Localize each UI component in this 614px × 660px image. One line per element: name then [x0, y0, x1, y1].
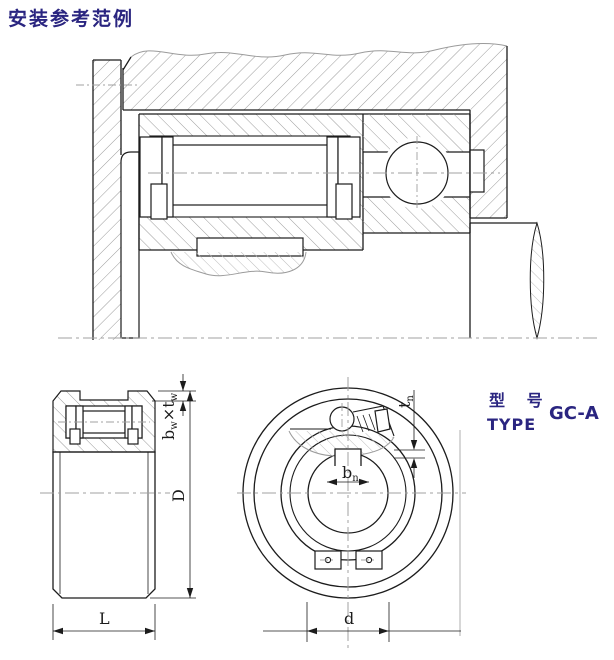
housing-block	[122, 42, 508, 219]
bearing-side-view: bw×tw D L	[40, 374, 196, 640]
spring-plunger	[374, 408, 391, 433]
bearing-front-view: tn bn d	[237, 377, 466, 652]
dim-keyway-width: bn	[327, 463, 369, 486]
dim-label-D: D	[169, 489, 188, 502]
dim-length: L	[52, 604, 156, 640]
clutch-bearing-section	[138, 113, 470, 251]
dim-label-L: L	[99, 609, 110, 628]
dim-outer-diameter: D	[150, 391, 196, 599]
installation-section-drawing	[58, 42, 598, 340]
page-title: 安装参考范例	[8, 7, 134, 30]
type-label-cn: 型 号	[489, 391, 551, 410]
clutch-cam-detail	[288, 403, 395, 457]
clutch-spring	[356, 413, 376, 433]
shaft	[469, 221, 545, 340]
hub-key	[170, 237, 307, 277]
retaining-ring-groove	[469, 149, 485, 193]
shaft-break	[529, 221, 545, 340]
side-left-key	[69, 428, 81, 445]
side-right-key	[127, 428, 139, 445]
dim-bore: d	[263, 602, 461, 642]
retainer-tabs	[314, 550, 383, 570]
model-type-block: 型 号 TYPE GC-A	[487, 391, 599, 434]
type-label-en: TYPE	[487, 415, 536, 434]
left-anchor-key	[150, 183, 168, 220]
model-value: GC-A	[549, 403, 599, 424]
dim-label-bn: bn	[342, 463, 359, 484]
dim-cam-depth: tn	[394, 390, 425, 478]
sleeve-body	[52, 451, 156, 599]
dim-label-d: d	[344, 609, 354, 628]
dim-label-bwtw: bw×tw	[159, 392, 180, 440]
right-anchor-key	[335, 183, 353, 220]
dim-key-slot: bw×tw	[152, 374, 196, 440]
left-wall	[76, 59, 140, 340]
roller-pin	[171, 144, 329, 206]
dim-label-tn: tn	[395, 395, 416, 408]
end-plate	[120, 151, 140, 339]
